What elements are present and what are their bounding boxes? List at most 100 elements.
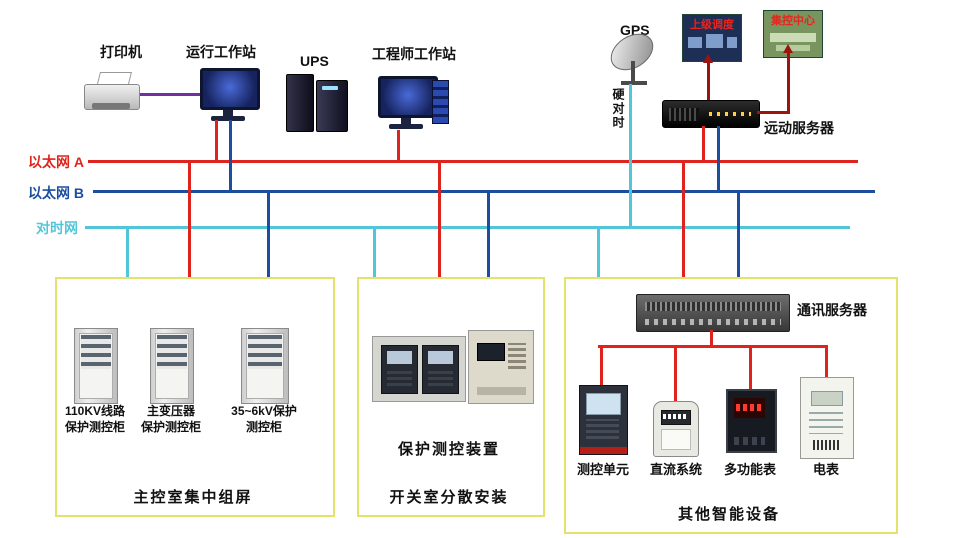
middle-group-caption: 开关室分散安装 (389, 489, 509, 506)
cabinet-label-line1: 110KV线路 (64, 404, 126, 418)
monitor-neck (401, 118, 411, 124)
operator-workstation-label: 运行工作站 (186, 44, 256, 60)
cabinet-label-110kv: 110KV线路 保护测控柜 (53, 404, 137, 435)
device-bus-line (598, 345, 828, 348)
operator-to-ethernet-b-line (229, 120, 232, 192)
time-sync-label: 对时网 (36, 220, 78, 236)
cabinet-label-line2: 保护测控柜 (64, 419, 125, 434)
dc-system-label: 直流系统 (649, 462, 702, 477)
arrow-up-central-control (783, 44, 793, 53)
ethernet-b-drop-right (737, 193, 740, 296)
meter-buttons (734, 437, 765, 445)
server-to-ethernet-a-line (702, 126, 705, 162)
server-ports (645, 319, 781, 325)
meter-digits (663, 414, 687, 419)
monitor-screen (378, 76, 438, 118)
module-screen (428, 351, 453, 364)
motion-server-icon (662, 100, 760, 128)
central-control-label: 集控中心 (771, 15, 815, 27)
drop-to-multifunction-meter (749, 348, 752, 389)
server-to-central-control-line-h (757, 111, 790, 114)
energy-meter-label: 电表 (812, 462, 839, 477)
upper-dispatch-label: 上级调度 (690, 19, 734, 31)
cabinet-modules (81, 335, 111, 369)
module-buttons (428, 370, 453, 386)
rack-lights (709, 112, 751, 116)
cabinet-label-line2: 保护测控柜 (140, 419, 201, 434)
monitor-base (211, 116, 245, 121)
gps-antenna-icon (604, 26, 660, 86)
monitor-neck (223, 110, 233, 116)
protection-cabinet-icon (150, 328, 194, 404)
measure-unit-label: 测控单元 (576, 462, 629, 477)
manual-stack (432, 80, 449, 124)
rack-vents (669, 108, 699, 121)
drop-to-dc-system (674, 348, 677, 401)
printer-slot (92, 103, 130, 109)
gps-base (621, 81, 647, 85)
protection-device-label: 保护测控装置 (397, 441, 500, 458)
time-sync-drop-right (597, 229, 600, 289)
meter-digits (736, 404, 763, 411)
comm-server-icon (636, 294, 790, 332)
ethernet-b-bus-line (93, 190, 875, 193)
module-buttons (387, 370, 412, 386)
operator-workstation-icon (196, 68, 260, 124)
photo-screen (688, 37, 702, 48)
device-module (422, 345, 459, 394)
time-sync-drop-left (126, 229, 129, 278)
protection-device-icon (468, 330, 534, 404)
device-buttons (508, 343, 526, 369)
photo-screen (706, 34, 723, 48)
photo-screen (776, 45, 810, 51)
meter-face (661, 429, 691, 450)
cabinet-label-line2: 测控柜 (245, 419, 282, 434)
ethernet-b-label: 以太网 B (28, 185, 84, 201)
device-module (381, 345, 418, 394)
ethernet-a-drop-middle (438, 163, 441, 278)
cabinet-label-line1: 35~6kV保护 (231, 404, 297, 418)
device-strip (477, 387, 526, 395)
multifunction-meter-icon (726, 389, 777, 453)
ups-display (322, 86, 338, 90)
motion-server-label: 远动服务器 (764, 120, 834, 136)
ethernet-a-drop-left (188, 163, 191, 278)
energy-meter-icon (800, 377, 854, 459)
server-to-ethernet-b-line (717, 126, 720, 192)
ethernet-b-drop-middle (487, 193, 490, 278)
protection-cabinet-icon (74, 328, 118, 404)
comm-server-label: 通讯服务器 (797, 302, 867, 318)
time-sync-bus-line (85, 226, 850, 229)
device-strip (580, 447, 627, 454)
gps-pole (631, 61, 635, 82)
module-screen (387, 351, 412, 364)
drop-to-energy-meter (825, 348, 828, 377)
engineer-to-ethernet-a-line (397, 130, 400, 162)
meter-label-lines (809, 412, 843, 434)
gps-time-sync-line (629, 84, 632, 228)
printer-icon (84, 72, 140, 116)
dc-system-icon (653, 401, 699, 457)
cabinet-label-transformer: 主变压器 保护测控柜 (129, 404, 213, 435)
server-vents (645, 302, 781, 311)
device-screen (586, 393, 621, 415)
server-to-upper-dispatch-line (707, 62, 710, 100)
ups-label: UPS (300, 53, 329, 69)
printer-link-line (140, 93, 200, 96)
protection-device-panel-icon (372, 336, 466, 402)
engineer-workstation-label: 工程师工作站 (372, 46, 456, 62)
cabinet-label-line1: 主变压器 (146, 404, 195, 418)
printer-label: 打印机 (100, 44, 142, 60)
time-sync-drop-middle (373, 229, 376, 278)
ethernet-a-drop-right (682, 163, 685, 296)
photo-screen (727, 37, 737, 48)
engineer-workstation-icon (374, 76, 450, 134)
operator-to-ethernet-a-line (215, 120, 218, 162)
cabinet-label-35kv: 35~6kV保护 测控柜 (221, 404, 307, 435)
photo-screen (770, 33, 816, 42)
left-group-caption: 主控室集中组屏 (133, 489, 253, 506)
arrow-up-upper-dispatch (703, 54, 713, 63)
central-control-photo: 集控中心 (763, 10, 823, 58)
right-group-caption: 其他智能设备 (677, 506, 780, 523)
